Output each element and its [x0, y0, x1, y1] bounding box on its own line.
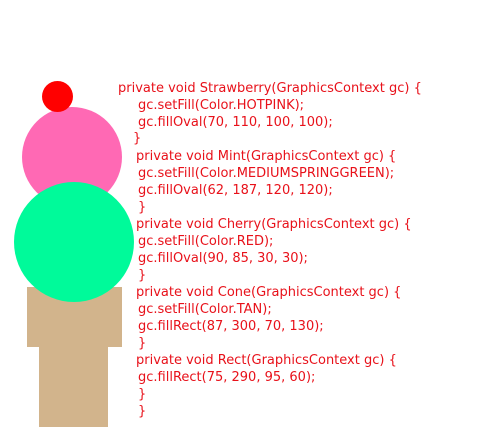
code-line: gc.fillRect(87, 300, 70, 130);	[138, 319, 324, 334]
code-line: private void Rect(GraphicsContext gc) {	[136, 353, 397, 368]
mint-scoop-oval	[14, 182, 134, 302]
code-line: }	[138, 404, 147, 419]
code-line: gc.setFill(Color.HOTPINK);	[138, 98, 305, 113]
code-line: gc.fillRect(75, 290, 95, 60);	[138, 370, 316, 385]
code-line: }	[138, 268, 147, 283]
code-line: gc.setFill(Color.TAN);	[138, 302, 272, 317]
code-line: gc.fillOval(70, 110, 100, 100);	[138, 115, 333, 130]
code-line: gc.setFill(Color.RED);	[138, 234, 274, 249]
code-line: }	[133, 131, 142, 146]
code-line: }	[138, 336, 147, 351]
cherry-oval	[42, 81, 73, 112]
code-line: private void Strawberry(GraphicsContext …	[118, 81, 422, 96]
code-line: private void Mint(GraphicsContext gc) {	[136, 149, 397, 164]
code-line: }	[138, 387, 147, 402]
code-line: gc.setFill(Color.MEDIUMSPRINGGREEN);	[138, 166, 395, 181]
code-line: private void Cherry(GraphicsContext gc) …	[136, 217, 412, 232]
code-line: gc.fillOval(62, 187, 120, 120);	[138, 183, 333, 198]
code-line: private void Cone(GraphicsContext gc) {	[136, 285, 402, 300]
code-line: gc.fillOval(90, 85, 30, 30);	[138, 251, 308, 266]
code-line: }	[138, 200, 147, 215]
cone-stem-rect	[39, 340, 108, 427]
